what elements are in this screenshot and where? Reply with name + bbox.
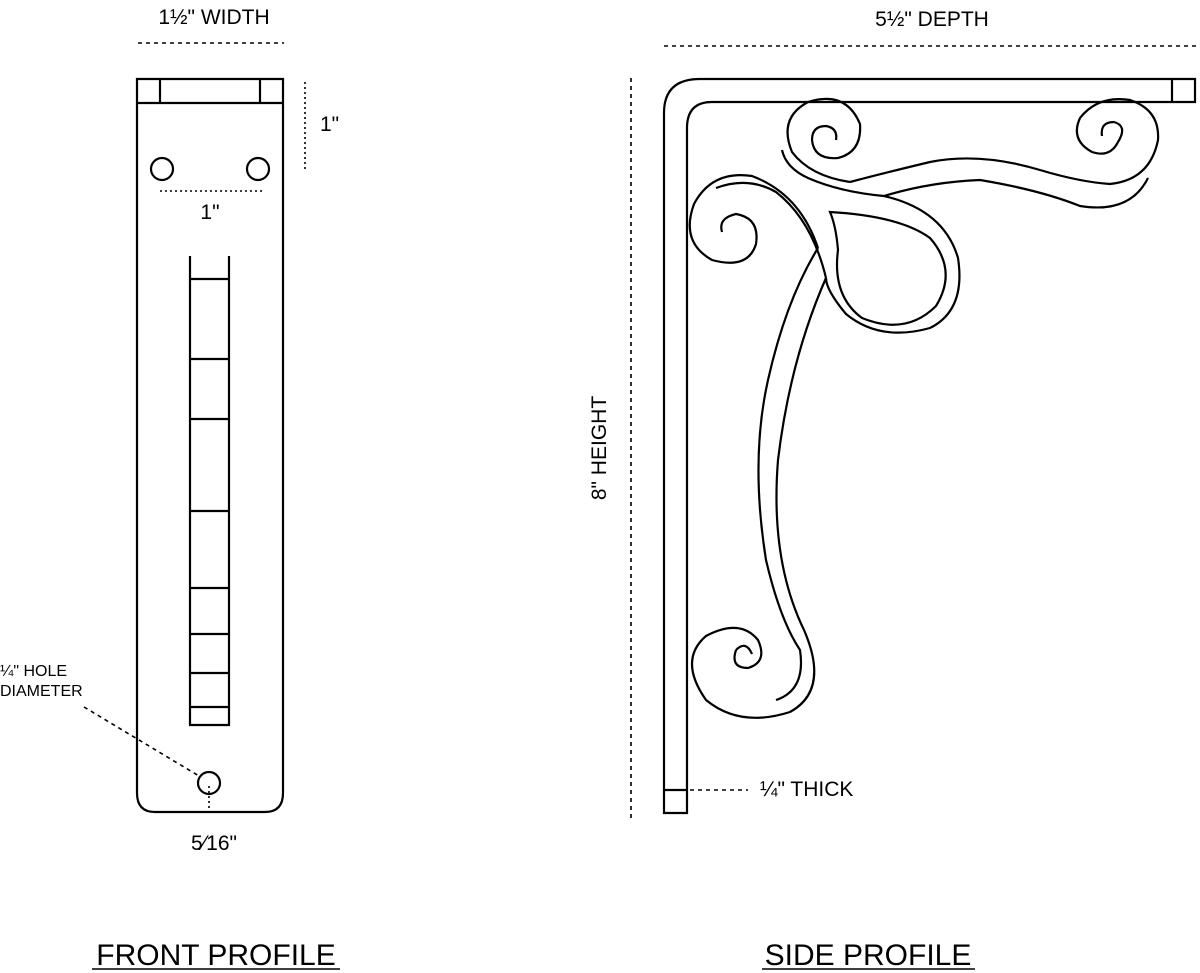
hole-callout-line1: ¼" HOLE [0,663,67,680]
hole-callout-leader [83,706,200,777]
side-scrollwork [688,97,1160,719]
scroll-top-left-inner [780,149,885,198]
front-mounting-hole-right [245,156,271,182]
side-depth-label: 5½" DEPTH [875,8,989,31]
front-profile-title: FRONT PROFILE [96,939,335,972]
scroll-top-arm-outer [849,98,1160,186]
side-bracket-frame [662,77,1197,815]
front-plate-outline [135,77,285,814]
front-scroll-strip [188,256,231,727]
scroll-top-right-curl [1100,120,1124,143]
scroll-top-left [786,97,862,184]
side-profile-title: SIDE PROFILE [765,939,972,972]
scroll-top-arm-inner [883,177,1149,209]
front-bottom-label: 5⁄16" [191,832,237,855]
front-mounting-hole-left [149,156,175,182]
front-bottom-hole [196,770,222,796]
front-top-offset-label: 1" [320,113,339,136]
scroll-teardrop [828,210,947,326]
scroll-bottom-curl [735,644,754,655]
scroll-left-upper [688,174,820,264]
side-height-label: 8" HEIGHT [588,396,611,500]
hole-callout-line2: DIAMETER [0,683,83,700]
front-width-label: 1½" WIDTH [158,6,269,29]
front-scroll-segments [190,277,229,709]
front-hole-spacing-label: 1" [200,201,219,224]
front-profile: 1½" WIDTH 1" 1" 5⁄16" [0,6,340,972]
scroll-main-body-outer [691,277,828,719]
scroll-main-body-inner [757,247,819,702]
scroll-teardrop-outer [824,194,961,334]
side-thickness-label: ¼" THICK [760,778,853,801]
scroll-left-upper-inner [715,181,828,279]
side-profile: 5½" DEPTH 8" HEIGHT ¼" THICK [588,8,1198,972]
